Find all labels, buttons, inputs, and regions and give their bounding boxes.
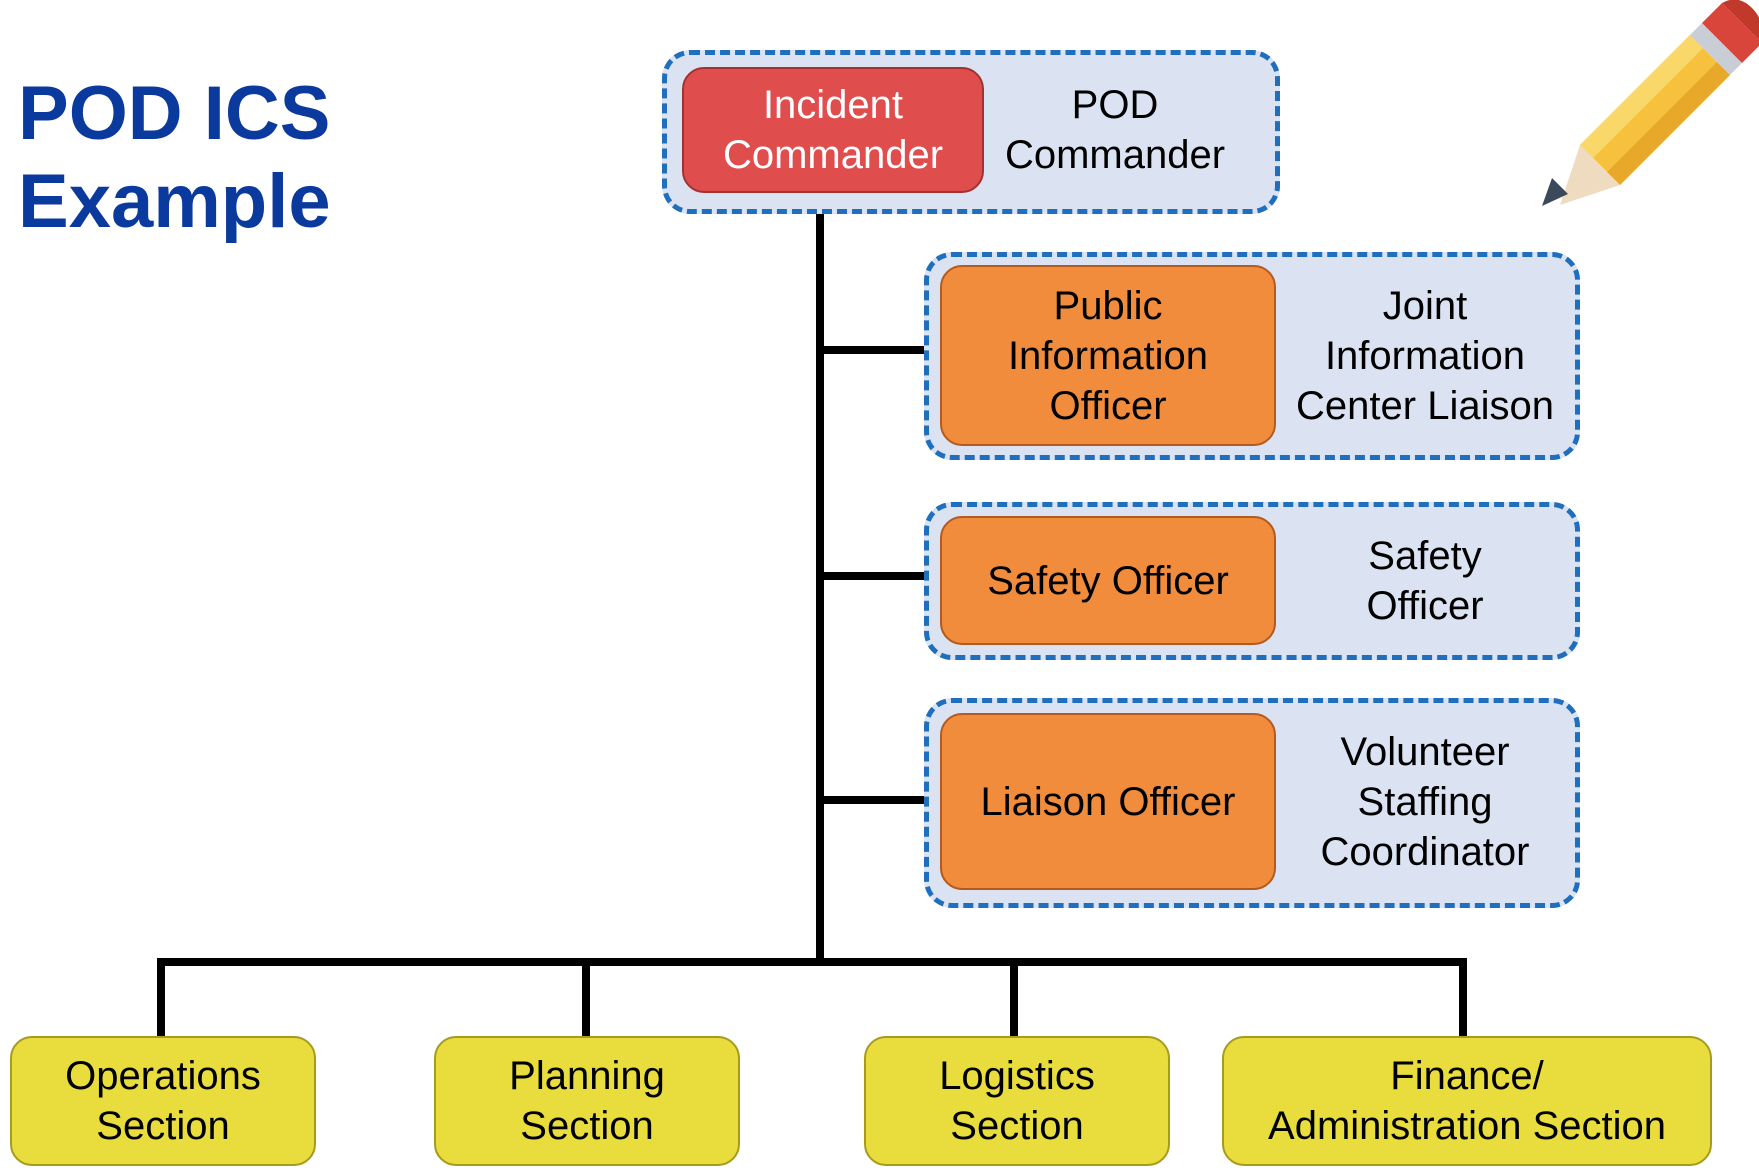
- node-label-line: Liaison Officer: [980, 779, 1236, 824]
- pod-commander-label: POD Commander: [990, 67, 1240, 193]
- node-label-line: Section: [96, 1104, 230, 1148]
- liaison-officer-box: Liaison Officer: [940, 713, 1276, 890]
- alt-label-line: Safety: [1368, 533, 1482, 578]
- node-label-line: Information: [1007, 333, 1209, 378]
- alt-label-line: Staffing: [1357, 779, 1493, 824]
- drop-line-operations: [157, 962, 165, 1036]
- drop-line-logistics: [1010, 962, 1018, 1036]
- drop-line-finance: [1459, 962, 1467, 1036]
- jic-liaison-label: Joint Information Center Liaison: [1280, 265, 1570, 446]
- alt-label-line: Center Liaison: [1296, 383, 1554, 428]
- branch-line-safety: [820, 572, 950, 580]
- node-label-line: Operations: [65, 1054, 261, 1098]
- pencil-icon: [1542, 0, 1759, 206]
- node-label-line: Incident: [762, 83, 904, 127]
- title-line-2: Example: [18, 159, 331, 244]
- node-label-line: Finance/: [1390, 1054, 1544, 1098]
- node-label-line: Logistics: [939, 1054, 1095, 1098]
- safety-officer-box: Safety Officer: [940, 516, 1276, 645]
- node-label-line: Commander: [722, 133, 944, 177]
- branch-line-pio: [820, 346, 950, 354]
- public-information-officer-box: Public Information Officer: [940, 265, 1276, 446]
- operations-section-box: Operations Section: [10, 1036, 316, 1166]
- title-line-1: POD ICS: [18, 71, 331, 156]
- alt-label-line: Joint: [1382, 283, 1468, 328]
- alt-label-line: POD: [1071, 83, 1159, 127]
- node-label-line: Safety Officer: [987, 558, 1229, 603]
- page-title: POD ICS Example: [18, 70, 418, 246]
- drop-line-planning: [582, 962, 590, 1036]
- alt-label-line: Commander: [1004, 133, 1226, 177]
- alt-label-line: Officer: [1366, 583, 1484, 628]
- node-label-line: Section: [520, 1104, 654, 1148]
- pod-safety-officer-label: Safety Officer: [1280, 516, 1570, 645]
- branch-line-liaison: [820, 796, 950, 804]
- logistics-section-box: Logistics Section: [864, 1036, 1170, 1166]
- node-label-line: Planning: [509, 1054, 665, 1098]
- volunteer-coordinator-label: Volunteer Staffing Coordinator: [1280, 713, 1570, 890]
- planning-section-box: Planning Section: [434, 1036, 740, 1166]
- node-label-line: Administration Section: [1268, 1104, 1666, 1148]
- finance-administration-section-box: Finance/ Administration Section: [1222, 1036, 1712, 1166]
- node-label-line: Public: [1053, 283, 1163, 328]
- alt-label-line: Coordinator: [1320, 829, 1530, 874]
- section-bus-line: [157, 958, 1467, 966]
- alt-label-line: Volunteer: [1340, 729, 1510, 774]
- node-label-line: Officer: [1049, 383, 1167, 428]
- incident-commander-box: Incident Commander: [682, 67, 984, 193]
- alt-label-line: Information: [1324, 333, 1526, 378]
- node-label-line: Section: [950, 1104, 1084, 1148]
